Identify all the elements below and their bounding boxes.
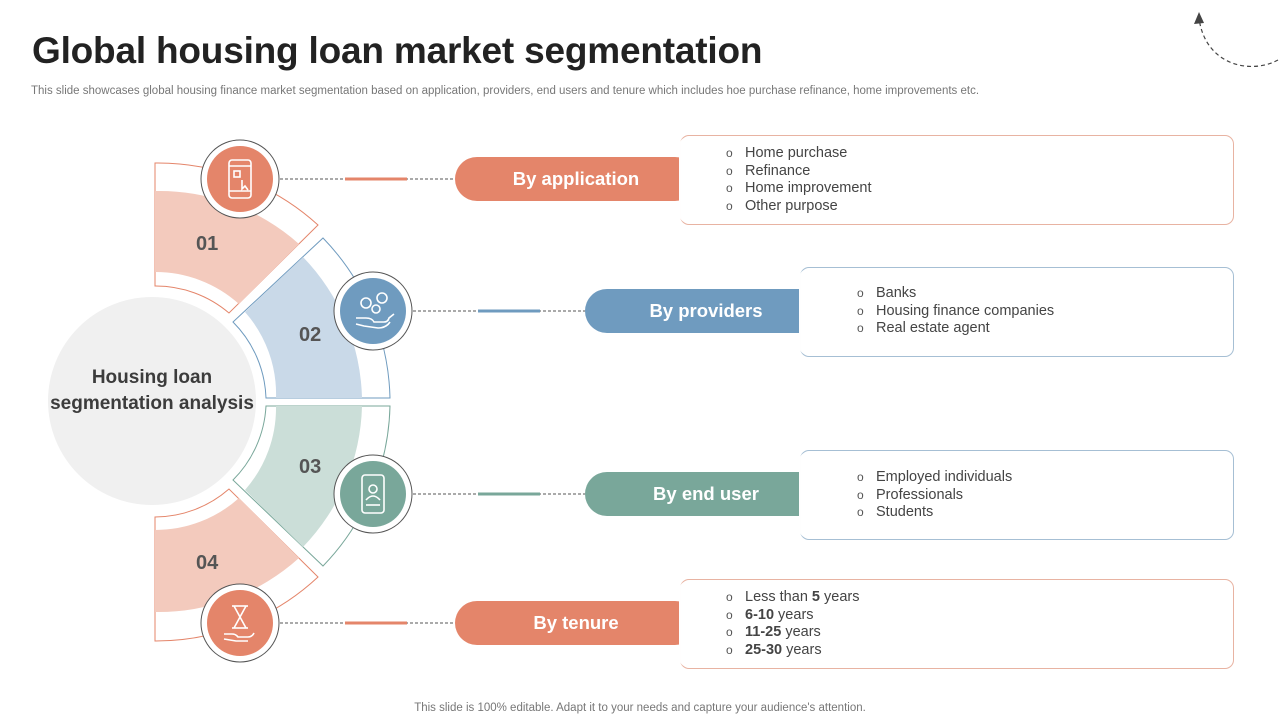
list-item: Housing finance companies [857,303,1054,321]
list-end-user: Employed individuals Professionals Stude… [857,469,1012,522]
hourglass-hand-icon [223,605,255,642]
center-circle [48,297,256,505]
sector-04-fill [155,498,299,613]
list-item: Professionals [857,487,1012,505]
page-subtitle: This slide showcases global housing fina… [31,85,980,97]
icon-badge-02 [333,271,413,351]
sector-03-fill [245,406,362,547]
card-providers: Banks Housing finance companies Real est… [799,267,1234,357]
pill-by-providers: By providers [585,289,827,333]
list-item: Refinance [726,163,872,181]
icon-badge-03 [333,454,413,534]
list-item: 25-30 years [726,642,860,660]
decorative-arrow [1198,17,1279,67]
sector-01-fill [155,190,299,304]
pill-by-end-user: By end user [585,472,827,516]
list-item: Home purchase [726,145,872,163]
list-providers: Banks Housing finance companies Real est… [857,285,1054,338]
smartphone-icon [228,159,252,199]
list-application: Home purchase Refinance Home improvement… [726,145,872,216]
segment-number-01: 01 [196,233,219,255]
card-tenure: Less than 5 years 6-10 years 11-25 years… [679,579,1234,669]
list-item: 11-25 years [726,624,860,642]
icon-badge-04 [200,583,280,663]
hand-coins-icon [355,292,395,329]
item-value: 25-30 [745,642,783,659]
icon-badge-01 [200,139,280,219]
item-unit: years [774,606,814,623]
item-unit: years [820,589,860,605]
list-item: Employed individuals [857,469,1012,487]
pill-by-tenure: By tenure [455,601,697,645]
item-value: 5 [811,589,820,605]
pill-by-application: By application [455,157,697,201]
list-item: Students [857,504,1012,522]
item-value: 6-10 [745,606,775,623]
segment-number-02: 02 [299,324,322,346]
id-card-icon [361,474,385,514]
list-item: 6-10 years [726,607,860,625]
segment-number-03: 03 [299,456,322,478]
item-unit: years [782,642,822,659]
footer-note: This slide is 100% editable. Adapt it to… [414,702,866,714]
list-item: Other purpose [726,198,872,216]
list-item: Less than 5 years [726,589,860,607]
page-title: Global housing loan market segmentation [32,30,763,71]
item-text: Less than [745,589,812,605]
sector-02-fill [245,257,362,398]
card-application: Home purchase Refinance Home improvement… [679,135,1234,225]
item-unit: years [781,624,821,641]
item-value: 11-25 [745,624,782,641]
list-item: Home improvement [726,180,872,198]
card-end-user: Employed individuals Professionals Stude… [799,450,1234,540]
segment-number-04: 04 [196,552,219,574]
arrow-head-icon [1194,12,1204,24]
center-label: Housing loan segmentation analysis [50,367,254,414]
list-item: Banks [857,285,1054,303]
list-item: Real estate agent [857,320,1054,338]
list-tenure: Less than 5 years 6-10 years 11-25 years… [726,589,860,660]
